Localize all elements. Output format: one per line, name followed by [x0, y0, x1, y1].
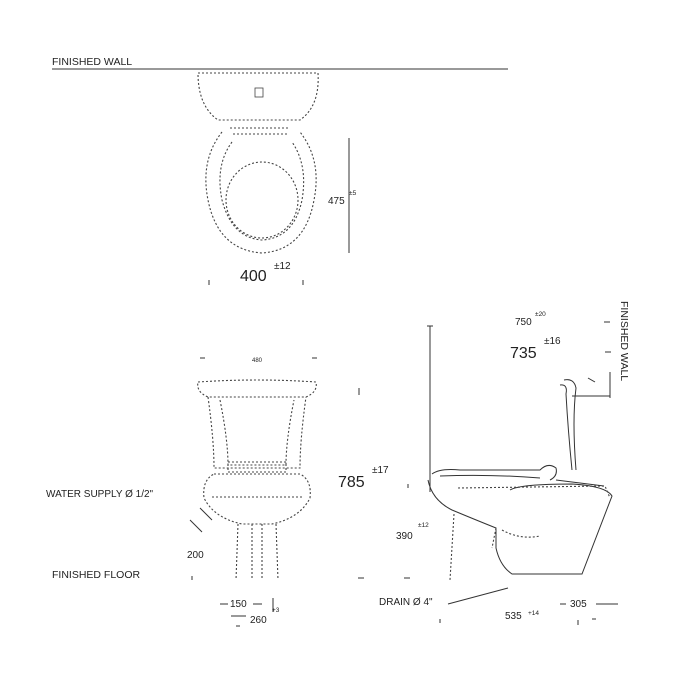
tank-top-outline [197, 72, 319, 121]
drain-leader [447, 587, 509, 605]
drain-offset-value: 535 [505, 611, 522, 622]
trap-dashed-left [449, 513, 455, 581]
depth-a-tol: ±20 [535, 311, 546, 318]
seat-height-tol: ±12 [418, 522, 429, 529]
seat-side-outline [431, 464, 557, 481]
bowl-width-tol: ±12 [274, 261, 291, 272]
seat-hinge-side [555, 479, 605, 487]
bowl-rim-dashed [457, 485, 611, 499]
side-view-toilet [427, 379, 613, 581]
height-total-value: 785 [338, 474, 365, 491]
water-supply-label: WATER SUPPLY Ø 1/2" [46, 489, 154, 500]
drain-offset-tol: +14 [528, 610, 539, 617]
drain-label: DRAIN Ø 4" [379, 597, 433, 608]
finished-wall-top-label: FINISHED WALL [52, 56, 132, 68]
top-view-toilet [197, 72, 319, 254]
depth-a-value: 750 [515, 317, 532, 328]
tank-width-value: 480 [252, 358, 263, 364]
water-supply-leader [199, 507, 213, 521]
seat-height-value: 390 [396, 531, 413, 542]
bowl-side-outline [427, 479, 613, 575]
base-width-tol: +3 [272, 607, 280, 614]
trap-dashed-right [491, 527, 497, 549]
wall-gap-value: 305 [570, 599, 587, 610]
base-width-value: 260 [250, 615, 267, 626]
seat-depth-tol: ±5 [349, 190, 357, 197]
seat-outer-outline [205, 131, 317, 254]
pedestal-inner-outline [251, 524, 263, 580]
wall-mark [587, 377, 596, 383]
depth-b-tol: ±16 [544, 336, 561, 347]
bowl-width-value: 400 [240, 268, 267, 285]
supply-offset-value: 150 [230, 599, 247, 610]
supply-height-value: 200 [187, 550, 204, 561]
depth-b-value: 735 [510, 345, 537, 362]
tank-inner-outline [219, 399, 295, 466]
front-view-toilet [197, 379, 317, 581]
bowl-opening-outline [225, 161, 299, 239]
height-total-tol: ±17 [372, 465, 389, 476]
seat-depth-value: 475 [328, 196, 345, 207]
trap-dashed-curve [501, 529, 541, 538]
seat-front-outline [227, 461, 287, 473]
tank-body-outline [207, 396, 307, 469]
flush-button-icon [254, 87, 264, 98]
tank-side-front [559, 384, 573, 471]
supply-height-ext [189, 519, 203, 533]
tank-lid-outline [197, 379, 317, 398]
finished-floor-label: FINISHED FLOOR [52, 569, 141, 581]
seat-side-inner [439, 474, 541, 479]
seat-inner-outline [219, 141, 305, 241]
tank-side-back [563, 379, 577, 471]
bowl-front-outline [203, 473, 311, 525]
pedestal-outline [235, 523, 279, 581]
finished-wall-side-label: FINISHED WALL [618, 301, 630, 381]
